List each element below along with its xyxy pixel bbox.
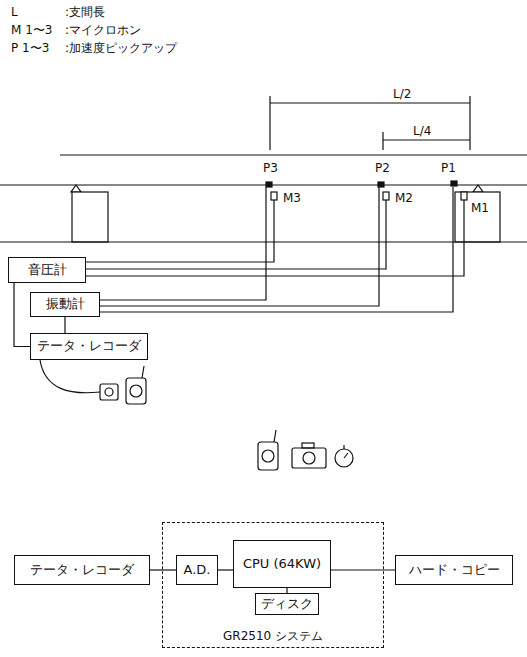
box-label: 振動計 bbox=[46, 297, 85, 312]
box-label: ディスク bbox=[261, 597, 313, 612]
legend-text: :加速度ピックアップ bbox=[64, 42, 178, 55]
callout-number: P2 bbox=[374, 162, 391, 175]
meter-box: 音圧計 bbox=[8, 257, 86, 283]
converter-box: A.D. bbox=[176, 555, 218, 585]
hardcopy-box: ハード・コピー bbox=[395, 555, 513, 585]
box-label: CPU (64KW) bbox=[243, 557, 321, 572]
callout-number: P3 bbox=[262, 162, 279, 175]
dimension-label: L/4 bbox=[412, 125, 432, 138]
callout-number: P1 bbox=[440, 162, 457, 175]
connector-line bbox=[218, 570, 233, 571]
connector-line bbox=[150, 570, 176, 571]
recorder-box: テータ・レコーダ bbox=[30, 333, 148, 360]
legend-symbol: L bbox=[10, 6, 19, 19]
system-group: GR2510 システム A.D. CPU (64KW) ディスク bbox=[162, 522, 384, 648]
legend-text: :マイクロホン bbox=[64, 24, 142, 37]
legend-symbol: M 1〜3 bbox=[10, 24, 53, 37]
box-label: テータ・レコーダ bbox=[37, 339, 141, 354]
box-label: ハード・コピー bbox=[409, 563, 500, 578]
cpu-box: CPU (64KW) bbox=[233, 540, 331, 588]
connector-line bbox=[331, 570, 395, 571]
connector-line bbox=[65, 317, 66, 333]
legend-text: :支間長 bbox=[64, 6, 106, 19]
box-label: 音圧計 bbox=[28, 263, 67, 278]
disk-box: ディスク bbox=[255, 593, 319, 615]
connector-line bbox=[14, 283, 30, 347]
dimension-label: L/2 bbox=[392, 88, 412, 101]
recorder-box: テータ・レコーダ bbox=[14, 555, 150, 585]
callout-number: M1 bbox=[470, 202, 490, 215]
box-label: テータ・レコーダ bbox=[30, 563, 134, 578]
box-label: A.D. bbox=[184, 563, 211, 578]
group-label: GR2510 システム bbox=[163, 628, 383, 645]
callout-number: M3 bbox=[282, 192, 302, 205]
legend-symbol: P 1〜3 bbox=[10, 42, 50, 55]
callout-number: M2 bbox=[394, 192, 414, 205]
meter-box: 振動計 bbox=[30, 292, 100, 317]
